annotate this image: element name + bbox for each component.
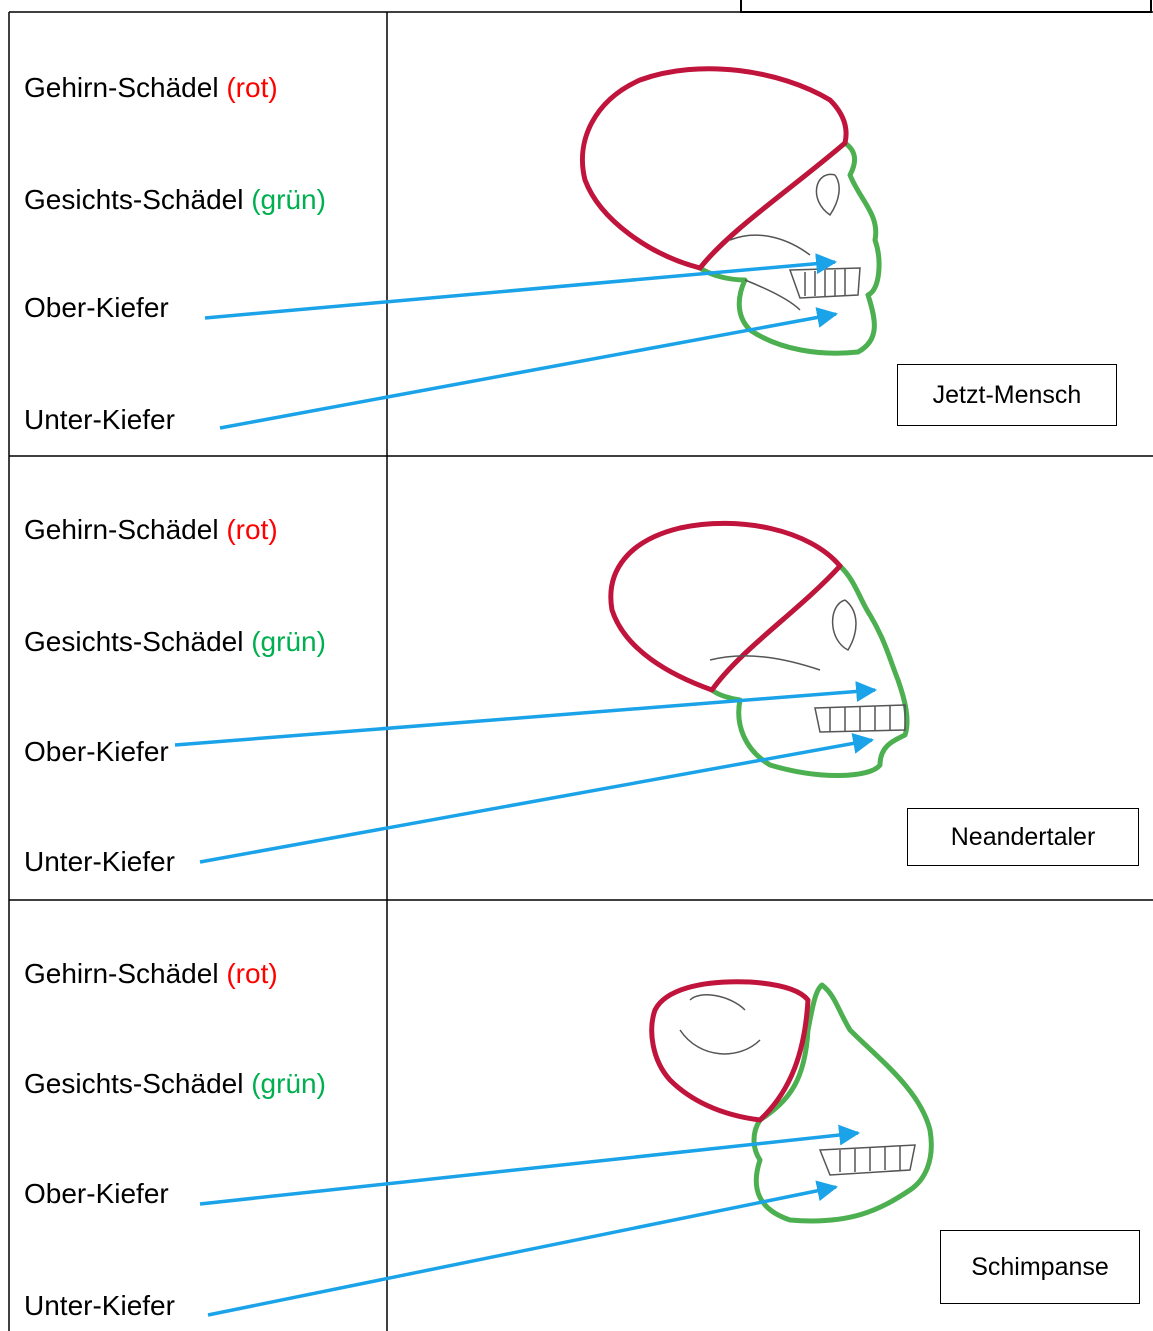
upper-jaw-label: Ober-Kiefer: [24, 736, 169, 767]
illustration-cell: Neandertaler: [387, 456, 1153, 900]
brain-skull-label: Gehirn-Schädel (rot): [24, 958, 278, 990]
species-label-box: Schimpanse: [940, 1230, 1140, 1304]
face-color-text: (grün): [251, 1068, 326, 1099]
species-name: Schimpanse: [971, 1252, 1109, 1281]
brain-skull-text: Gehirn-Schädel: [24, 958, 219, 989]
species-label-box: Jetzt-Mensch: [897, 364, 1117, 426]
species-name: Neandertaler: [950, 822, 1096, 851]
brain-color-text: (rot): [226, 72, 278, 103]
species-label-box: Neandertaler: [907, 808, 1139, 866]
brain-color-text: (rot): [226, 514, 278, 545]
brain-skull-label: Gehirn-Schädel (rot): [24, 514, 278, 546]
row-jetzt-mensch: Gehirn-Schädel (rot) Gesichts-Schädel (g…: [9, 12, 1153, 456]
face-color-text: (grün): [251, 626, 326, 657]
face-skull-text: Gesichts-Schädel: [24, 184, 244, 215]
label-cell: Gehirn-Schädel (rot) Gesichts-Schädel (g…: [9, 12, 387, 456]
brain-skull-text: Gehirn-Schädel: [24, 514, 219, 545]
lower-jaw-label: Unter-Kiefer: [24, 1290, 175, 1321]
face-skull-text: Gesichts-Schädel: [24, 1068, 244, 1099]
label-cell: Gehirn-Schädel (rot) Gesichts-Schädel (g…: [9, 900, 387, 1331]
face-color-text: (grün): [251, 184, 326, 215]
brain-color-text: (rot): [226, 958, 278, 989]
face-skull-label: Gesichts-Schädel (grün): [24, 626, 326, 658]
illustration-cell: Jetzt-Mensch: [387, 12, 1153, 456]
illustration-cell: Schimpanse: [387, 900, 1153, 1331]
lower-jaw-label: Unter-Kiefer: [24, 846, 175, 877]
face-skull-label: Gesichts-Schädel (grün): [24, 184, 326, 216]
lower-jaw-label: Unter-Kiefer: [24, 404, 175, 435]
upper-jaw-label: Ober-Kiefer: [24, 1178, 169, 1209]
brain-skull-text: Gehirn-Schädel: [24, 72, 219, 103]
face-skull-label: Gesichts-Schädel (grün): [24, 1068, 326, 1100]
row-neandertaler: Gehirn-Schädel (rot) Gesichts-Schädel (g…: [9, 456, 1153, 900]
label-cell: Gehirn-Schädel (rot) Gesichts-Schädel (g…: [9, 456, 387, 900]
brain-skull-label: Gehirn-Schädel (rot): [24, 72, 278, 104]
face-skull-text: Gesichts-Schädel: [24, 626, 244, 657]
species-name: Jetzt-Mensch: [932, 380, 1082, 409]
row-schimpanse: Gehirn-Schädel (rot) Gesichts-Schädel (g…: [9, 900, 1153, 1331]
upper-jaw-label: Ober-Kiefer: [24, 292, 169, 323]
